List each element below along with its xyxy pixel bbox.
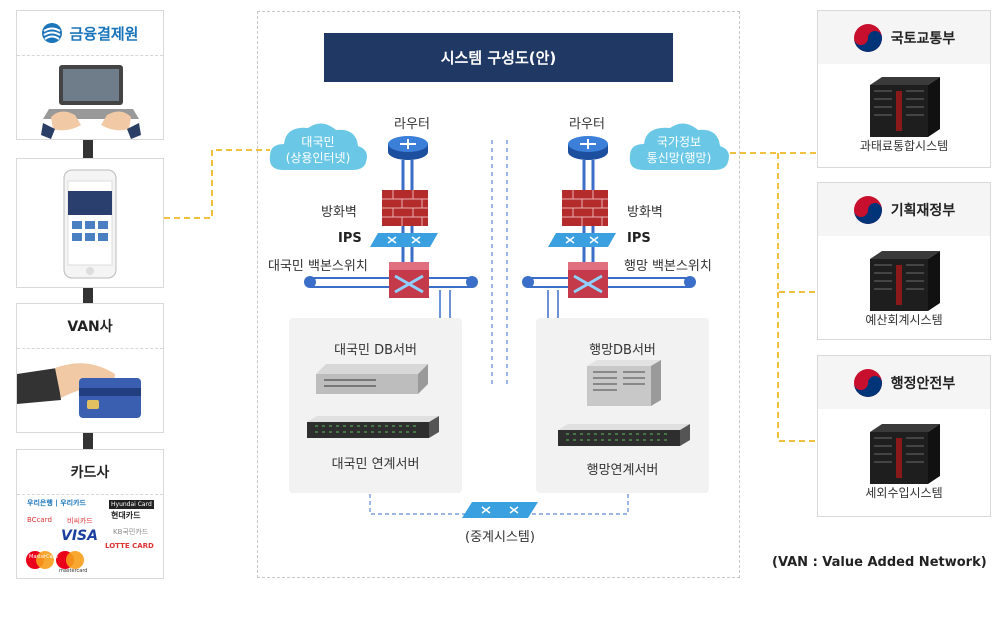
ministry-system: 예산회계시스템: [865, 313, 943, 327]
kftc-card: 금융결제원: [16, 10, 164, 140]
db-left-label: 대국민 DB서버: [334, 343, 417, 358]
left-chain-connector: [83, 140, 93, 460]
cloud-left-line1: 대국민: [301, 135, 335, 149]
ministry-card-mofe: 기획재정부 예산회계시스템: [817, 182, 991, 340]
router-right-label: 라우터: [569, 117, 605, 132]
cloud-right-line1: 국가정보: [656, 135, 702, 149]
card-logo-kb: KB국민카드: [113, 528, 149, 536]
router-right-icon: [568, 136, 608, 160]
card-company-card: 카드사 우리은행 | 우리카드 BCcard 비씨카드 VISA Hyundai…: [16, 449, 164, 579]
mobile-card: [16, 158, 164, 288]
public-server-panel: [289, 318, 462, 493]
card-logo-hyundai-en: Hyundai Card: [109, 500, 154, 509]
router-left-icon: [388, 136, 428, 160]
laptop-typing-icon: [41, 65, 141, 139]
ministry-name: 행정안전부: [890, 375, 956, 392]
link-mobile-to-public-net: [164, 149, 270, 219]
ips-right-icon: [548, 233, 616, 247]
van-label: VAN사: [67, 319, 113, 335]
ministry-system: 세외수입시스템: [865, 486, 943, 500]
card-logo-visa: VISA: [61, 528, 98, 544]
card-logo-mastercard-icon: [26, 551, 84, 569]
ips-right-label: IPS: [627, 231, 651, 246]
ministry-header: 국토교통부: [818, 11, 990, 64]
ministry-name: 국토교통부: [890, 30, 956, 47]
link-server-left-icon: [307, 416, 439, 438]
ministry-card-molit: 국토교통부 과태료통합시스템: [817, 10, 991, 168]
firewall-right-label: 방화벽: [627, 205, 663, 220]
kftc-label: 금융결제원: [69, 24, 139, 43]
server-rack-icon: [870, 77, 940, 137]
switch-right-label: 행망 백본스위치: [624, 259, 712, 274]
ips-left-label: IPS: [338, 231, 362, 246]
ministry-header: 행정안전부: [818, 356, 990, 409]
kftc-logo-icon: [42, 23, 63, 43]
firewall-left-label: 방화벽: [321, 205, 357, 220]
taegeuk-icon: [853, 195, 882, 224]
router-left-label: 라우터: [394, 117, 430, 132]
card-payment-icon: [17, 363, 141, 418]
van-footnote: (VAN : Value Added Network): [772, 555, 987, 570]
card-company-label: 카드사: [70, 465, 110, 481]
db-server-right-icon: [587, 360, 661, 406]
ministry-card-mois: 행정안전부 세외수입시스템: [817, 355, 991, 517]
van-header: VAN사: [17, 304, 163, 349]
gov-network-cloud: 국가정보 통신망(행망): [626, 118, 732, 174]
ips-left-icon: [370, 233, 438, 247]
db-right-label: 행망DB서버: [589, 343, 656, 358]
diagram-title: 시스템 구성도(안): [324, 33, 673, 82]
card-logo-bc-kr: 비씨카드: [67, 517, 93, 525]
diagram-title-text: 시스템 구성도(안): [440, 49, 557, 67]
link-gov-net-to-mois: [777, 292, 817, 442]
smartphone-icon: [63, 169, 117, 279]
link-left-label: 대국민 연계서버: [331, 457, 420, 472]
server-rack-icon: [870, 251, 940, 311]
server-rack-icon: [870, 424, 940, 484]
public-internet-cloud: 대국민 (상용인터넷): [266, 118, 370, 174]
system-frame: [257, 11, 740, 578]
card-logo-hyundai-kr: 현대카드: [111, 511, 141, 520]
relay-label: (중계시스템): [465, 530, 535, 545]
ministry-name: 기획재정부: [890, 202, 956, 219]
taegeuk-icon: [853, 23, 882, 52]
kftc-header: 금융결제원: [17, 11, 163, 56]
switch-right-icon: [568, 262, 608, 298]
switch-left-label: 대국민 백본스위치: [268, 259, 368, 274]
card-company-header: 카드사: [17, 450, 163, 495]
ministry-header: 기획재정부: [818, 183, 990, 236]
van-card: VAN사: [16, 303, 164, 433]
db-server-left-icon: [316, 364, 428, 394]
card-logo-mastercard-a: MasterCard: [29, 554, 58, 560]
card-logo-lotte: LOTTE CARD: [105, 542, 154, 550]
relay-switch-icon: [462, 502, 538, 518]
taegeuk-icon: [853, 368, 882, 397]
link-server-right-icon: [558, 424, 690, 446]
ministry-system: 과태료통합시스템: [859, 139, 949, 153]
card-logo-woori: 우리은행 | 우리카드: [27, 499, 86, 507]
firewall-left-icon: [382, 190, 428, 226]
card-logo-bccard: BCcard: [27, 516, 52, 524]
cloud-right-line2: 통신망(행망): [646, 151, 712, 165]
firewall-right-icon: [562, 190, 608, 226]
switch-left-icon: [389, 262, 429, 298]
card-logo-mastercard-b: mastercard: [59, 568, 88, 574]
link-gov-net-to-mofe: [777, 153, 817, 293]
link-right-label: 행망연계서버: [586, 463, 659, 478]
cloud-left-line2: (상용인터넷): [285, 151, 351, 165]
